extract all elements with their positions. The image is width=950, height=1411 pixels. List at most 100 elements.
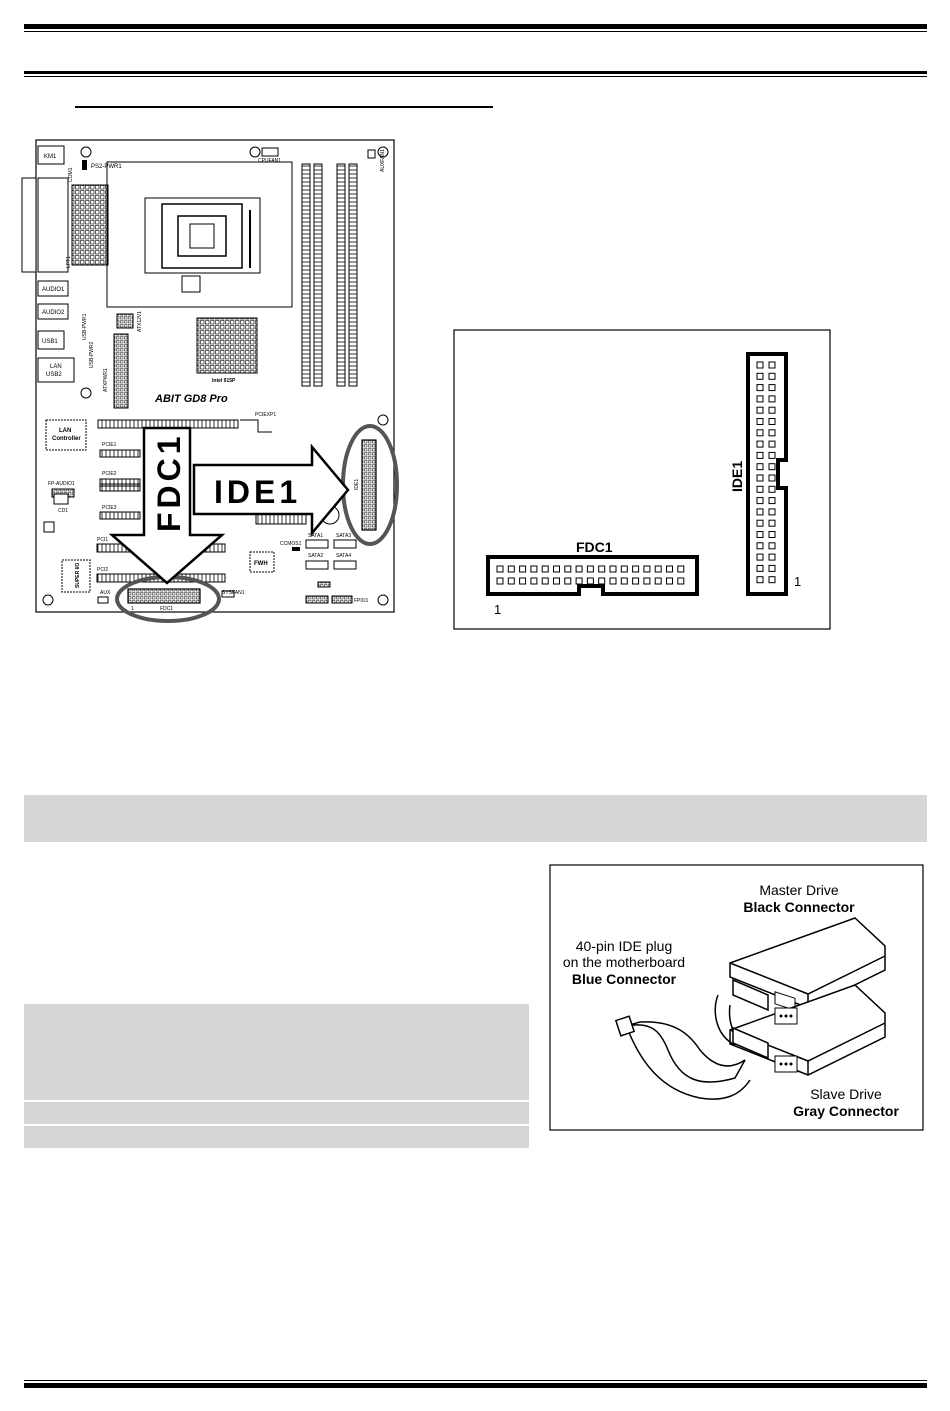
ide1-connector-small [361, 439, 377, 531]
sata1-connector [305, 539, 329, 549]
sata4-connector [333, 560, 357, 570]
km1-label: KM1 [44, 154, 57, 160]
audio1-port [37, 280, 69, 297]
blue-connector [614, 1015, 636, 1037]
lan-usb2-port [37, 357, 75, 383]
ide1-pin1-label: 1 [794, 574, 801, 589]
master-drive-label: Master Drive [759, 882, 839, 898]
ide1-pin [756, 576, 764, 584]
small-chip [43, 521, 55, 533]
sata3-connector [333, 539, 357, 549]
audio2-port [37, 303, 69, 320]
mount-hole [377, 414, 389, 426]
fdc1-small-label: FDC1 [160, 606, 173, 612]
ide1-pin [756, 463, 764, 471]
fdc1-pin1-small: 1 [131, 606, 134, 612]
ide1-pin [756, 497, 764, 505]
fpio-header [305, 595, 329, 604]
fdc1-pin [586, 577, 594, 585]
fdc1-pin [643, 565, 651, 573]
fdc1-pin [677, 577, 685, 585]
footer-rule-thick [24, 1383, 927, 1388]
fdc1-pin [530, 577, 538, 585]
lpt-port [21, 177, 37, 273]
black-connector [732, 978, 769, 1012]
fwh-chip [249, 551, 275, 573]
ide1-pin [768, 451, 776, 459]
ide1-pin [768, 508, 776, 516]
note-band [24, 1102, 529, 1124]
ide1-pinout-label: IDE1 [729, 461, 745, 492]
ide1-pin [756, 429, 764, 437]
ide1-pin [756, 395, 764, 403]
pci2-label: PCI2 [97, 567, 108, 573]
cpufan1-label: CPUFAN1 [258, 158, 281, 164]
ide1-pin [768, 418, 776, 425]
fdc1-pin [541, 565, 549, 573]
ide1-pin [756, 519, 764, 527]
fdc1-pin [530, 565, 538, 573]
ide1-pin [756, 508, 764, 516]
sysfan1-header [221, 590, 235, 598]
title-rule-thick [24, 71, 927, 74]
ide1-pin [756, 474, 764, 482]
pcie1-slot [99, 449, 141, 458]
ide1-pin [756, 485, 764, 493]
ide1-pin [768, 519, 776, 527]
ide1-small-label: IDE1 [354, 479, 360, 490]
audio1-label: AUDIO1 [42, 287, 65, 293]
fdc1-pin-grid [496, 565, 685, 585]
aux-label: AUX [100, 590, 111, 596]
header-rule-thick [24, 24, 927, 29]
cpufan1-header [261, 147, 279, 157]
fdc1-pin [620, 577, 628, 585]
fdc1-pin [575, 577, 583, 585]
ide1-pin [756, 542, 764, 550]
ide1-pin [768, 474, 776, 482]
sata2-connector [305, 560, 329, 570]
ide-plug-label: 40-pin IDE plug [576, 938, 673, 954]
usb-pwr1-label: USB-PWR1 [82, 313, 88, 340]
gray-connector-label: Gray Connector [793, 1103, 899, 1119]
com1-label: COM1 [68, 167, 74, 182]
pcie3-label: PCIE3 [102, 505, 117, 511]
ide1-pin [756, 406, 764, 414]
intel915p-label: Intel 915P [212, 378, 236, 384]
ps2-pwr-jumper [82, 160, 87, 170]
ide1-pin-grid [756, 361, 776, 584]
ribbon-cable [627, 1029, 751, 1100]
fdc1-pin [496, 565, 504, 573]
socket-latch [181, 275, 201, 293]
sysfan1-label: SYSFAN1 [222, 590, 245, 596]
fp-audio1-label: FP-AUDIO1 [48, 481, 75, 487]
fdc1-pin [598, 577, 606, 585]
fdc1-pin [519, 565, 527, 573]
fdc1-pin [654, 565, 662, 573]
pcie3-slot [99, 511, 141, 520]
pcie2-slot [99, 483, 141, 492]
cpu-socket [161, 203, 243, 269]
fwh-label: FWH [254, 561, 268, 567]
ide1-pin [768, 564, 776, 572]
lan-controller-label: Controller [52, 436, 81, 442]
ide-plug-location-label: on the motherboard [563, 954, 685, 970]
mount-hole [377, 594, 389, 606]
fdc1-pin1-label: 1 [494, 602, 501, 617]
fdc1-pin [677, 565, 685, 573]
fdc1-pin [575, 565, 583, 573]
fdc1-pin [666, 565, 673, 573]
ide1-pin [756, 372, 764, 380]
heatsink-io [71, 184, 109, 266]
fdc1-pin [632, 565, 640, 573]
atxpwr1-label: ATXPWR1 [103, 368, 109, 392]
aux-header [97, 596, 109, 604]
dimm-slot [348, 163, 358, 387]
auxfan1-label: AUXFAN1 [380, 149, 386, 172]
lan-label: LAN [50, 364, 62, 370]
fdc1-arrow-label: FDC1 [151, 432, 187, 532]
ide1-pin [768, 497, 776, 505]
fpio1-label: FPIO1 [354, 598, 369, 604]
pcie1-label: PCIE1 [102, 442, 117, 448]
board-brand: ABIT GD8 Pro [154, 393, 228, 405]
section-band [24, 795, 927, 842]
